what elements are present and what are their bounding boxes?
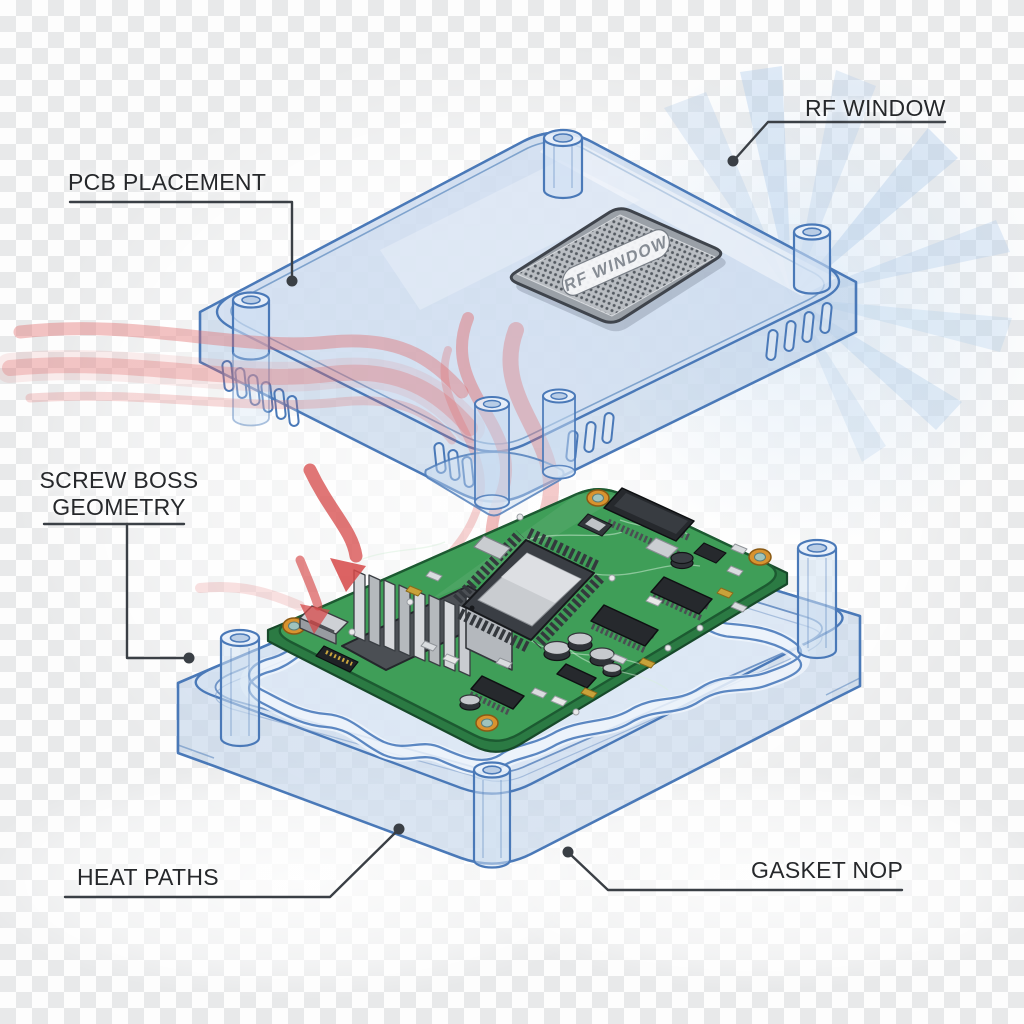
capacitors: [459, 551, 694, 711]
callout-pcb-placement: PCB PLACEMENT: [68, 169, 267, 195]
pin-header: [315, 645, 359, 673]
base-screw-boss-right: [796, 538, 838, 660]
capacitor: [543, 640, 571, 662]
mounting-hole: [475, 714, 499, 732]
leader-dot: [393, 823, 405, 835]
capacitor: [670, 551, 694, 570]
heat-arrows: [295, 463, 366, 634]
lid-screw-boss-left: [231, 291, 271, 427]
leader-gasket: [562, 846, 904, 892]
leader-dot: [286, 275, 298, 287]
callout-rf-window: RF WINDOW: [805, 95, 946, 121]
capacitor: [459, 694, 481, 711]
ic-chip: [590, 604, 659, 654]
base-screw-boss-left: [219, 628, 261, 748]
label-glow-right: [460, 770, 1024, 990]
qfn-chip: [693, 542, 727, 564]
lid-front-posts: [424, 388, 576, 517]
lid-vent-slots-right: [765, 302, 833, 361]
base-screw-boss-front: [472, 761, 512, 869]
callout-gasket: GASKET NOP: [751, 857, 904, 883]
callout-leaders: [42, 120, 947, 899]
pcb-board: [266, 487, 789, 753]
usb-connector: [299, 605, 349, 645]
callout-screw-boss-line2: GEOMETRY: [52, 494, 186, 520]
leader-dot: [727, 155, 739, 167]
mounting-hole: [586, 489, 610, 507]
rf-window-mesh: RF WINDOW: [509, 207, 726, 332]
qfp-chip: [453, 528, 605, 652]
leader-dot: [183, 652, 195, 664]
qfn-chip-silver: [645, 537, 679, 559]
base-bottom-accent: [177, 677, 861, 759]
lid-sheen-band: [380, 160, 640, 310]
heat-arrowhead: [330, 558, 366, 592]
ic-chip: [556, 663, 597, 689]
smd-components: [348, 513, 748, 716]
lid-post: [542, 388, 576, 480]
callout-screw-boss-geometry: SCREW BOSS GEOMETRY: [24, 467, 214, 521]
leader-pcb-placement: [68, 200, 298, 287]
lid-vent-slots-left: [221, 360, 300, 427]
lid-sheen-top: [540, 132, 836, 296]
callout-heat-paths: HEAT PATHS: [77, 864, 219, 890]
callout-screw-boss-line1: SCREW BOSS: [39, 467, 199, 493]
capacitor: [602, 662, 622, 678]
leader-rf-window: [727, 120, 947, 167]
heat-arrowhead: [300, 604, 330, 634]
ic-chip: [650, 576, 713, 621]
capacitor: [567, 632, 593, 652]
lid-post: [474, 396, 510, 510]
qfn-chip: [577, 513, 613, 537]
soic-chips: [468, 487, 727, 716]
leader-screw-boss: [42, 522, 195, 664]
lid-screw-boss-top: [542, 128, 584, 200]
leader-heat-paths: [63, 823, 405, 899]
mounting-hole: [748, 548, 772, 566]
leader-dot: [562, 846, 574, 858]
lid-screw-boss-right: [792, 223, 832, 295]
lid-housing: RF WINDOW: [198, 128, 858, 503]
qfn-chip-silver: [473, 535, 511, 560]
